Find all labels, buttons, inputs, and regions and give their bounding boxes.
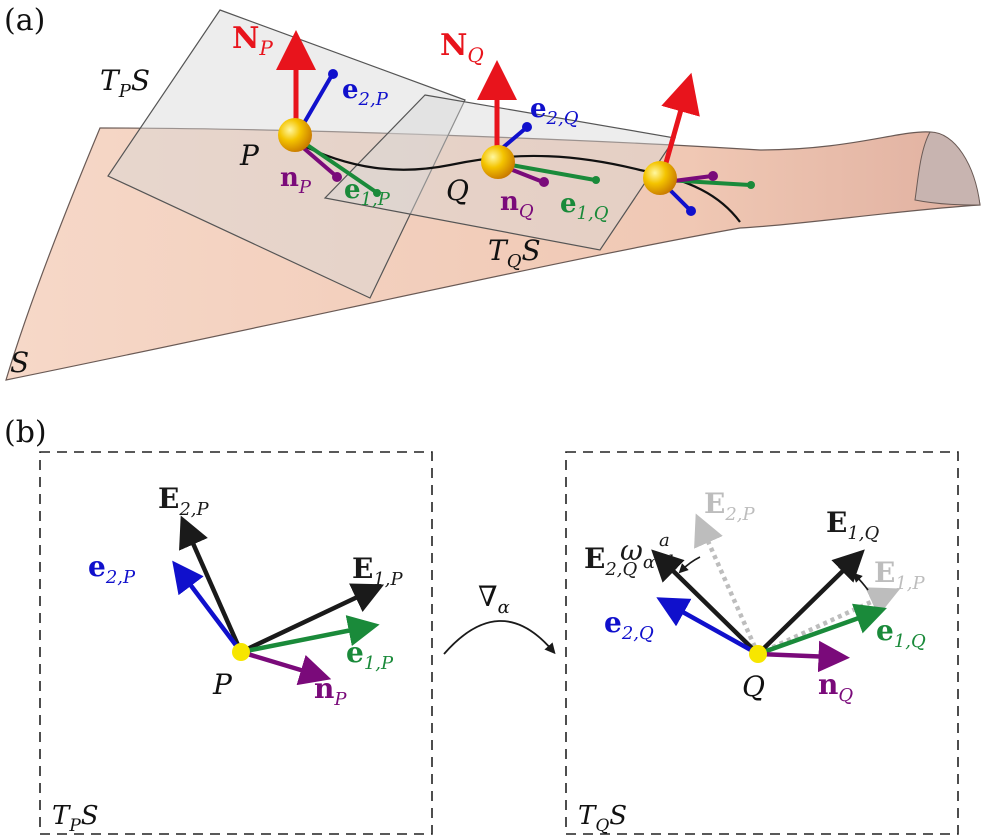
left-n-arrow — [240, 649, 332, 686]
n-p-tip — [332, 172, 342, 182]
right-E1-arrow — [756, 549, 865, 656]
e1-q-arrow — [499, 161, 596, 182]
right-E1-label: E1,Q — [826, 506, 880, 544]
right-box — [565, 451, 959, 835]
right-E2-label: E2,Q — [584, 542, 638, 580]
right-E2-transported-label: E2,P — [704, 487, 756, 525]
n-q-tip — [539, 177, 549, 187]
geodesic-curve — [295, 141, 741, 223]
right-e1-label: e1,Q — [876, 614, 926, 652]
left-point — [232, 643, 250, 661]
right-e1-arrow — [757, 603, 887, 657]
left-e1-label: e1,P — [346, 636, 394, 674]
e1-q-label: e1,Q — [560, 189, 609, 224]
surface-s — [5, 127, 981, 381]
panel-a: (a) S TPS TQS P Q NP NQ e2,P e2,Q e1,P e… — [4, 3, 981, 381]
right-e2-arrow — [656, 597, 760, 656]
left-point-label: P — [212, 668, 233, 701]
left-e1-arrow — [240, 615, 380, 655]
surface-curl — [914, 131, 981, 206]
left-e2-arrow — [172, 560, 243, 654]
right-E1-transported-label: E1,P — [874, 556, 926, 594]
n-p-arrow — [298, 143, 338, 178]
normal-p-label: NP — [232, 21, 273, 60]
right-n-label: nQ — [818, 668, 853, 706]
left-n-label: nP — [314, 672, 347, 710]
tangent-plane-p-label: TPS — [100, 64, 150, 102]
rotation-arrow-e2 — [678, 556, 701, 574]
rotation-arrow-e1 — [852, 572, 869, 591]
normal-r-arrow — [661, 72, 700, 171]
surface-label: S — [10, 346, 29, 379]
point-q-ball — [481, 145, 515, 179]
point-p-ball — [278, 118, 312, 152]
right-e2-label: e2,Q — [604, 606, 654, 644]
e1-r-tip — [747, 181, 755, 189]
panel-b: (b) E2,P E1,P e2,P e1,P nP P TPS ∇α — [4, 415, 959, 836]
e2-p-arrow — [298, 73, 334, 132]
normal-q-label: NQ — [440, 28, 484, 67]
right-n-arrow — [757, 640, 850, 673]
right-E2-arrow — [651, 549, 760, 656]
e2-q-tip — [522, 122, 532, 132]
left-box — [39, 451, 433, 835]
e1-p-label: e1,P — [344, 175, 391, 210]
tangent-plane-q-label: TQS — [488, 234, 541, 272]
panel-a-label: (a) — [4, 3, 45, 38]
right-point-label: Q — [742, 670, 765, 703]
left-e2-label: e2,P — [88, 550, 136, 588]
e1-p-arrow — [298, 138, 378, 194]
e2-p-tip — [328, 69, 338, 79]
panel-b-label: (b) — [4, 415, 47, 450]
connection-arrow — [443, 620, 556, 655]
point-r-ball — [643, 161, 677, 195]
point-q-label: Q — [446, 174, 469, 207]
left-E2-arrow — [179, 515, 244, 653]
e2-p-label: e2,P — [342, 75, 389, 110]
left-E2-label: E2,P — [158, 482, 210, 520]
right-E2-transported-arrow — [694, 513, 761, 655]
e2-q-label: e2,Q — [530, 94, 579, 129]
e1-p-tip — [373, 189, 381, 197]
point-p-label: P — [239, 139, 260, 172]
left-E1-label: E1,P — [352, 552, 404, 590]
e1-q-tip — [592, 176, 600, 184]
n-q-label: nQ — [500, 187, 534, 222]
tangent-plane-p — [107, 9, 466, 299]
left-plane-label: TPS — [52, 801, 99, 836]
connection-label: ∇α — [478, 580, 510, 618]
e2-r-tip — [686, 206, 696, 216]
n-r-tip — [708, 171, 718, 181]
n-p-label: nP — [280, 163, 312, 198]
right-point — [749, 645, 767, 663]
left-E1-arrow — [240, 583, 385, 655]
right-plane-label: TQS — [578, 801, 627, 836]
